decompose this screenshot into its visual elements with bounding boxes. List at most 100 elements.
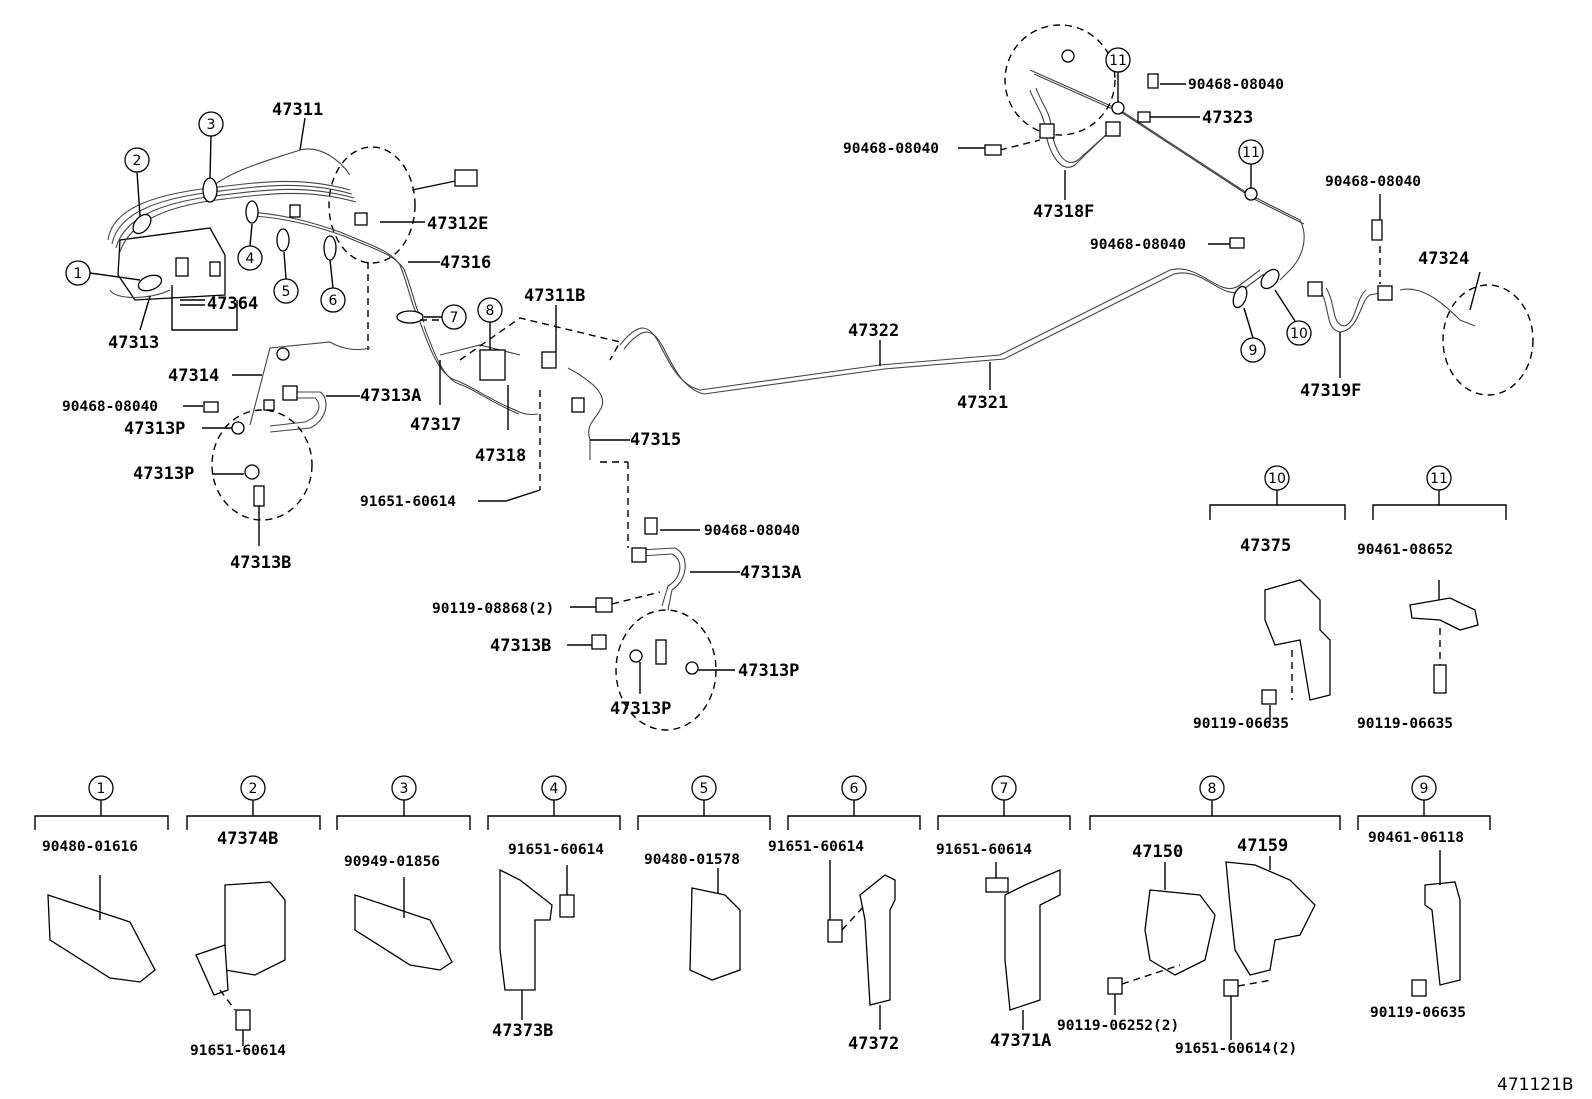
svg-text:2: 2: [249, 781, 258, 797]
svg-text:5: 5: [282, 284, 291, 300]
callout-9: 9: [1240, 307, 1266, 363]
callout-10: 10: [1274, 289, 1312, 346]
callout-1-box: 1: [88, 775, 114, 801]
part-labels: 47311 47312E 47316 47364 47313 47314 473…: [42, 77, 1574, 1095]
label-90119-1: 90119-08868(2): [432, 601, 554, 617]
label-47313P-4: 47313P: [610, 699, 671, 719]
label-47371A: 47371A: [990, 1031, 1051, 1051]
svg-text:11: 11: [1430, 471, 1448, 487]
label-90461-1: 90461-08652: [1357, 542, 1453, 558]
label-90949: 90949-01856: [344, 854, 440, 870]
svg-text:2: 2: [133, 153, 142, 169]
callout-7: 7: [424, 304, 467, 330]
label-91651-4: 91651-60614: [768, 839, 864, 855]
label-90119-4: 90119-06252(2): [1057, 1018, 1179, 1034]
callout-11a: 11: [1105, 47, 1131, 73]
leader-lines: [139, 83, 1481, 694]
label-47313P-1: 47313P: [124, 419, 185, 439]
callout-5: 5: [273, 251, 299, 304]
label-90480-1: 90480-01616: [42, 839, 138, 855]
label-47313B-2: 47313B: [490, 636, 551, 656]
label-47313P-2: 47313P: [133, 464, 194, 484]
svg-text:7: 7: [450, 310, 459, 326]
master-cylinder-area: [107, 146, 478, 521]
callout-8-box: 8: [1199, 775, 1225, 801]
label-91651-6: 91651-60614(2): [1175, 1041, 1297, 1057]
label-47313P-3: 47313P: [738, 661, 799, 681]
label-47318F: 47318F: [1033, 202, 1094, 222]
detail-11: [1372, 490, 1507, 694]
callout-3-box: 3: [391, 775, 417, 801]
callout-2-box: 2: [240, 775, 266, 801]
svg-text:10: 10: [1290, 326, 1308, 342]
rear-right-area: [984, 24, 1534, 396]
label-47374B: 47374B: [217, 829, 278, 849]
svg-text:5: 5: [700, 781, 709, 797]
label-47322: 47322: [848, 321, 899, 341]
callout-circles: 1 2 3 4 5 6 7 8 9 10 11 11 10 11 1 2 3 4…: [65, 47, 1452, 801]
label-47373B: 47373B: [492, 1021, 553, 1041]
label-90461-2: 90461-06118: [1368, 830, 1464, 846]
svg-text:6: 6: [850, 781, 859, 797]
svg-text:8: 8: [486, 303, 495, 319]
label-91651-5: 91651-60614: [936, 842, 1032, 858]
label-90119-5: 90119-06635: [1370, 1005, 1466, 1021]
label-91651-3: 91651-60614: [508, 842, 604, 858]
callout-7-box: 7: [991, 775, 1017, 801]
label-90468-3: 90468-08040: [1188, 77, 1284, 93]
label-47313B-1: 47313B: [230, 553, 291, 573]
callout-4-box: 4: [541, 775, 567, 801]
label-47317: 47317: [410, 415, 461, 435]
svg-text:9: 9: [1249, 343, 1258, 359]
label-47323: 47323: [1202, 108, 1253, 128]
callout-11b: 11: [1238, 139, 1264, 165]
label-91651-2: 91651-60614: [190, 1043, 286, 1059]
label-47321: 47321: [957, 393, 1008, 413]
svg-text:4: 4: [550, 781, 559, 797]
diagram-code: 471121B: [1497, 1075, 1574, 1095]
label-90468-5: 90468-08040: [1325, 174, 1421, 190]
label-90119-2: 90119-06635: [1193, 716, 1289, 732]
callout-5-box: 5: [691, 775, 717, 801]
label-47319F: 47319F: [1300, 381, 1361, 401]
callout-8: 8: [477, 297, 503, 350]
label-47364: 47364: [207, 294, 258, 314]
label-47315: 47315: [630, 430, 681, 450]
label-90119-3: 90119-06635: [1357, 716, 1453, 732]
label-47159: 47159: [1237, 836, 1288, 856]
label-47316: 47316: [440, 253, 491, 273]
label-90480-2: 90480-01578: [644, 852, 740, 868]
callout-11-box: 11: [1426, 465, 1452, 491]
label-47313: 47313: [108, 333, 159, 353]
label-47311B: 47311B: [524, 286, 585, 306]
label-91651-1: 91651-60614: [360, 494, 456, 510]
callout-1: 1: [65, 260, 141, 286]
svg-text:11: 11: [1242, 145, 1260, 161]
bottom-details: [34, 800, 1491, 1046]
callout-4: 4: [237, 223, 263, 271]
label-90468-1: 90468-08040: [62, 399, 158, 415]
svg-text:9: 9: [1420, 781, 1429, 797]
detail-10: [1209, 490, 1346, 722]
svg-text:1: 1: [74, 266, 83, 282]
svg-text:11: 11: [1109, 53, 1127, 69]
svg-text:7: 7: [1000, 781, 1009, 797]
label-47375: 47375: [1240, 536, 1291, 556]
label-90468-2: 90468-08040: [704, 523, 800, 539]
main-tubes: [619, 69, 1305, 395]
label-90468-4: 90468-08040: [843, 141, 939, 157]
svg-text:8: 8: [1208, 781, 1217, 797]
svg-text:1: 1: [97, 781, 106, 797]
callout-10-box: 10: [1264, 465, 1290, 491]
callout-2: 2: [124, 147, 150, 217]
callout-6: 6: [320, 259, 346, 313]
label-47314: 47314: [168, 366, 219, 386]
label-47311: 47311: [272, 100, 323, 120]
callout-3: 3: [198, 111, 224, 179]
middle-tube-area: [419, 317, 717, 731]
svg-text:6: 6: [329, 293, 338, 309]
label-47318: 47318: [475, 446, 526, 466]
svg-text:3: 3: [400, 781, 409, 797]
svg-text:10: 10: [1268, 471, 1286, 487]
